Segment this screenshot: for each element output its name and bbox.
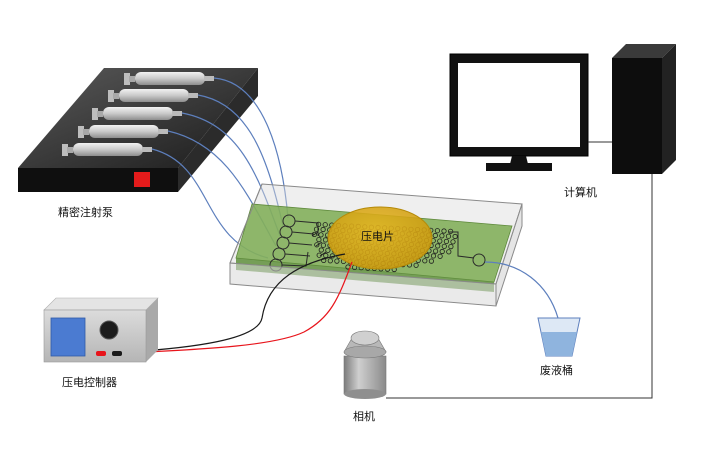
red-wire	[109, 261, 353, 355]
pillar	[434, 228, 440, 234]
pillar	[446, 249, 452, 255]
computer	[449, 44, 676, 174]
pillar	[452, 233, 458, 240]
pillar	[437, 253, 443, 259]
controller-knob	[99, 320, 119, 340]
pillar	[439, 248, 445, 255]
pillar	[448, 244, 454, 250]
pillar	[428, 258, 434, 264]
pillar	[432, 248, 439, 254]
pillar	[413, 262, 419, 268]
pillar	[321, 257, 327, 263]
waste-bucket-label: 废液桶	[540, 363, 573, 377]
black-wire	[127, 253, 346, 353]
pillar	[318, 232, 324, 238]
waste-bucket	[537, 317, 581, 357]
controller-plug-red	[96, 351, 106, 356]
chip-glass-side	[495, 203, 523, 307]
pillar	[311, 231, 317, 237]
pillar	[443, 238, 449, 244]
syringe-4	[78, 125, 168, 138]
outlet-tube	[484, 261, 559, 319]
pillar	[322, 222, 328, 228]
pump-side-face	[178, 68, 258, 192]
syringe-1	[124, 72, 214, 85]
pillar	[316, 252, 322, 258]
pillar	[316, 237, 322, 243]
pillar	[327, 258, 333, 264]
pump-front-face	[18, 168, 178, 192]
computer-label: 计算机	[564, 185, 597, 199]
pillar	[424, 253, 430, 259]
pillar	[320, 226, 326, 233]
pillar	[441, 243, 447, 249]
pillar	[447, 228, 454, 234]
syringe-5	[62, 143, 152, 156]
piezo-disc	[327, 206, 433, 270]
piezo-controller	[43, 297, 159, 363]
pillar	[441, 228, 447, 234]
camera-label: 相机	[353, 409, 375, 423]
computer-tower	[612, 58, 662, 174]
pillar	[422, 258, 428, 264]
syringe-pump-label: 精密注射泵	[58, 205, 113, 219]
syringe-2	[108, 89, 198, 102]
camera-cable	[386, 170, 653, 399]
pillar	[334, 258, 340, 264]
piezo-wires	[109, 253, 353, 355]
syringe-3	[92, 107, 182, 120]
monitor-screen	[458, 63, 580, 147]
piezo-controller-label: 压电控制器	[62, 375, 117, 389]
syringe-pump	[18, 68, 258, 192]
pillar	[432, 232, 438, 239]
piezo-disc-label: 压电片	[361, 230, 394, 243]
pump-indicator-light	[134, 172, 150, 187]
pillar	[325, 247, 331, 253]
chip-outlet	[448, 231, 486, 267]
pillar	[439, 233, 445, 239]
pillar	[430, 253, 437, 259]
pillar	[437, 238, 443, 244]
pillar	[313, 226, 320, 232]
controller-screen	[50, 317, 86, 357]
pillar	[318, 247, 324, 253]
controller-plug-black	[112, 351, 122, 356]
pillar	[435, 243, 441, 249]
pillar	[445, 233, 452, 239]
pillar	[314, 242, 320, 248]
pillar	[450, 239, 456, 245]
pillar	[320, 242, 326, 248]
microfluidic-chip: 压电片	[229, 183, 523, 307]
camera	[343, 330, 387, 399]
pillar	[315, 221, 322, 227]
